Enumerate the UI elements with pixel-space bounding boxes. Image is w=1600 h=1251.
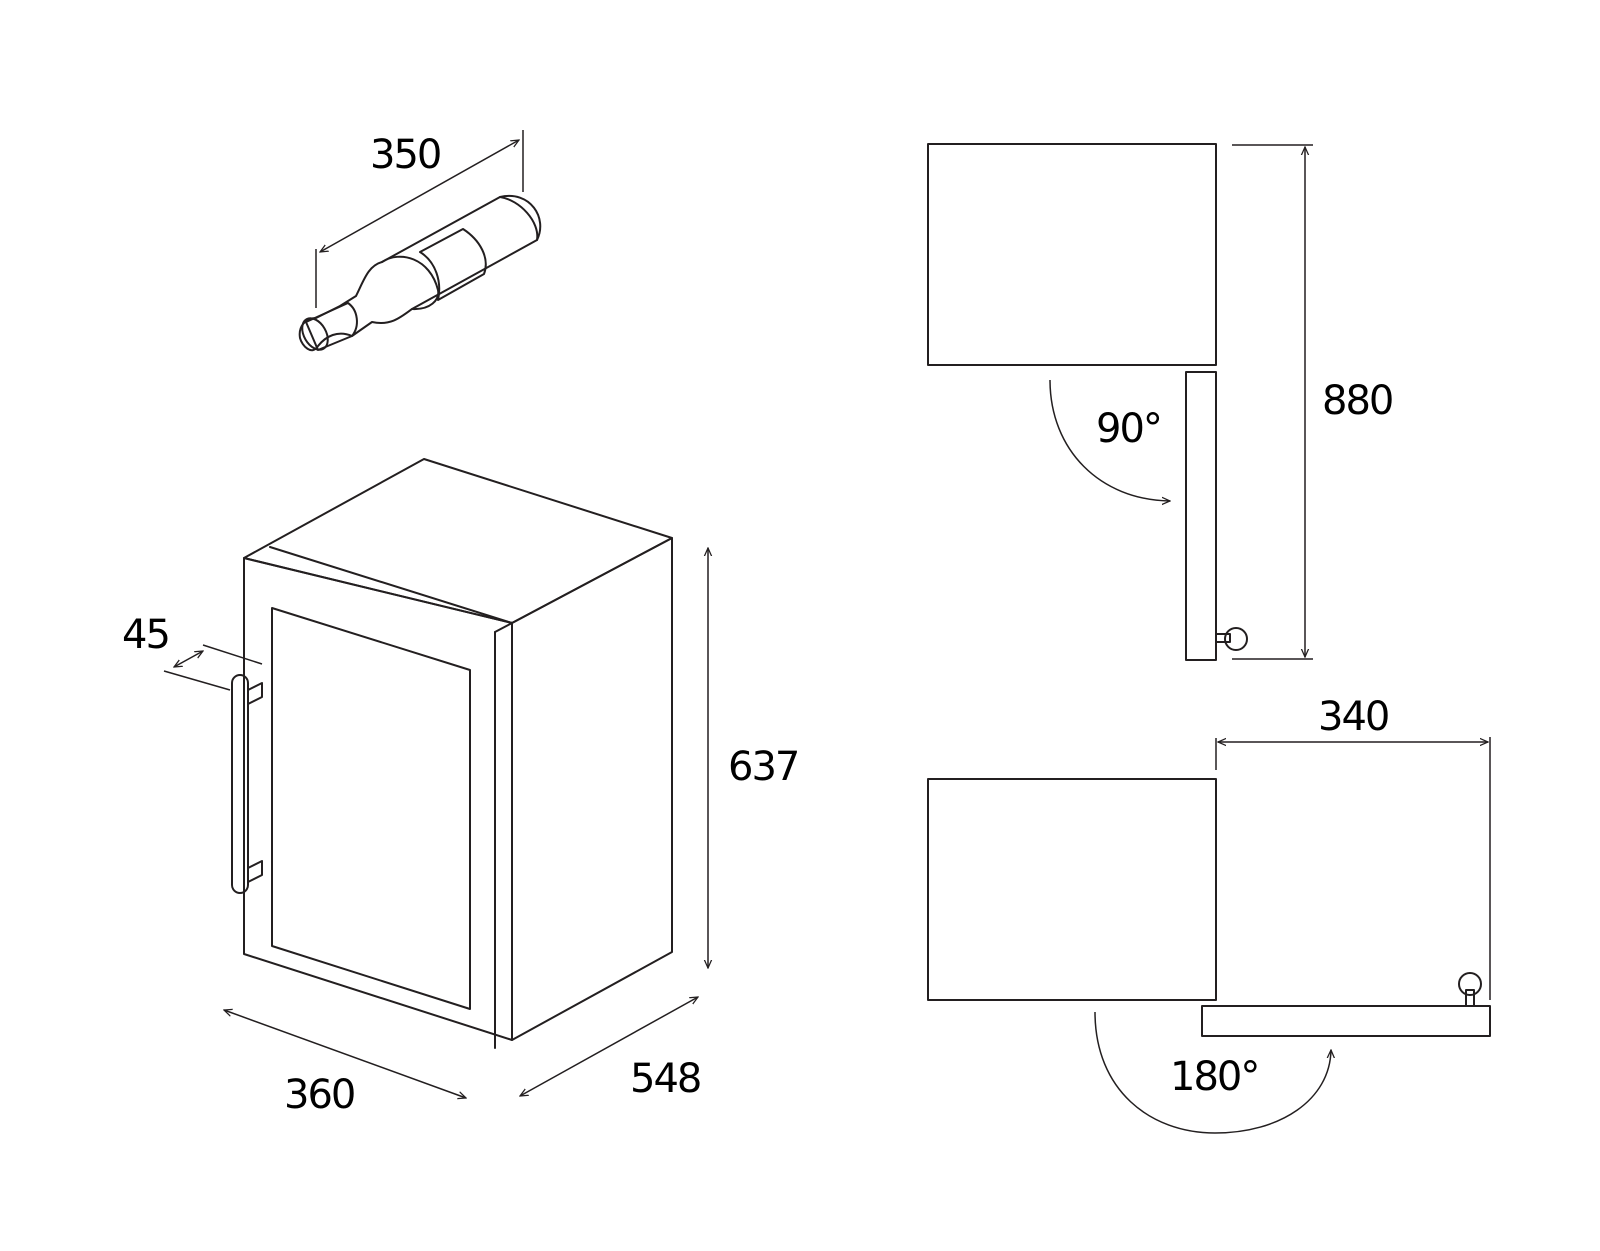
angle-90-label: 90° xyxy=(1096,406,1161,452)
bottle-mouth xyxy=(301,317,329,351)
door-lip xyxy=(269,546,513,624)
plan-90-door xyxy=(1185,371,1217,661)
height-label: 637 xyxy=(728,744,798,790)
cabinet-side xyxy=(511,537,673,1041)
bottle-shoulder xyxy=(381,255,440,311)
cabinet-door-frame xyxy=(243,557,513,1041)
width-dimension: 360 xyxy=(224,1010,466,1118)
swing-arc-180 xyxy=(1094,1011,1331,1134)
bottle-length-dimension: 350 xyxy=(315,130,524,308)
open-depth-dimension: 880 xyxy=(1232,144,1394,660)
plan-view-180: 180° xyxy=(927,778,1491,1134)
open-width-label: 340 xyxy=(1318,694,1388,740)
plan-90-cabinet xyxy=(927,143,1217,366)
door-glass xyxy=(271,607,471,1010)
depth-label: 548 xyxy=(630,1056,700,1102)
swing-arc-90 xyxy=(1049,379,1170,501)
cabinet-top xyxy=(243,458,673,624)
bottle-length-label: 350 xyxy=(370,132,440,178)
door-handle-knob-icon xyxy=(1215,627,1248,651)
width-label: 360 xyxy=(284,1072,354,1118)
height-dimension: 637 xyxy=(708,548,800,968)
depth-dimension: 548 xyxy=(520,997,702,1102)
handle-mount-bottom xyxy=(247,860,263,883)
handle-depth-label: 45 xyxy=(122,612,169,658)
handle-depth-dimension: 45 xyxy=(122,612,263,691)
angle-180-label: 180° xyxy=(1170,1054,1258,1100)
door-handle-knob-icon xyxy=(1458,972,1482,1007)
wine-cooler-isometric xyxy=(231,458,673,1049)
open-width-dimension: 340 xyxy=(1215,694,1491,1000)
open-depth-label: 880 xyxy=(1322,378,1392,424)
bottle-neck xyxy=(305,302,358,351)
wine-bottle-icon xyxy=(298,194,542,352)
handle-mount-top xyxy=(247,682,263,705)
bottle-base xyxy=(499,196,539,241)
plan-view-90: 90° xyxy=(927,143,1248,661)
bottle-body xyxy=(298,194,542,352)
door-handle xyxy=(231,674,249,894)
bottle-label xyxy=(419,228,487,301)
plan-180-door xyxy=(1201,1005,1491,1037)
plan-180-cabinet xyxy=(927,778,1217,1001)
